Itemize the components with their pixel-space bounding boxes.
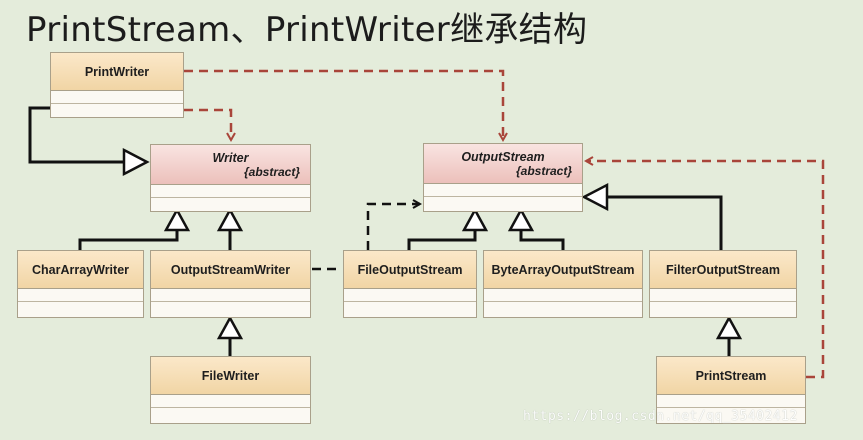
class-writer-name: Writer: [212, 150, 249, 165]
class-filewriter-methods: [151, 408, 310, 420]
class-outputstream-stereotype: {abstract}: [515, 163, 572, 178]
triangle-outputstream-b: [507, 207, 535, 232]
depend-fileoutputstream-outputstream: [366, 204, 420, 250]
triangle-filteroutputstream: [715, 315, 743, 340]
inherit-filteroutputstream-outputstream: [607, 195, 723, 250]
class-printstream-name: PrintStream: [657, 357, 805, 395]
class-filewriter[interactable]: FileWriter: [150, 356, 311, 424]
depend-printstream-outputstream: [586, 161, 825, 379]
class-writer-methods: [151, 198, 310, 210]
class-printwriter-methods: [51, 104, 183, 116]
triangle-outputstreamwriter: [216, 315, 244, 340]
class-outputstreamwriter-name: OutputStreamWriter: [151, 251, 310, 289]
class-bytearrayoutputstream-name: ByteArrayOutputStream: [484, 251, 642, 289]
class-bytearrayoutputstream-methods: [484, 302, 642, 314]
class-printwriter-fields: [51, 91, 183, 104]
class-outputstream-fields: [424, 184, 582, 197]
class-outputstream-header: OutputStream {abstract}: [424, 144, 582, 184]
class-chararraywriter-methods: [18, 302, 143, 314]
inherit-fileoutputstream-outputstream: [407, 230, 477, 250]
triangle-writer-a: [163, 207, 191, 232]
class-outputstream[interactable]: OutputStream {abstract}: [423, 143, 583, 212]
class-filewriter-name: FileWriter: [151, 357, 310, 395]
class-writer-fields: [151, 185, 310, 198]
class-writer-stereotype: {abstract}: [243, 164, 300, 179]
class-printstream-fields: [657, 395, 805, 408]
class-filteroutputstream[interactable]: FilterOutputStream: [649, 250, 797, 318]
class-fileoutputstream-methods: [344, 302, 476, 314]
class-filewriter-fields: [151, 395, 310, 408]
inherit-bytearray-outputstream: [519, 230, 565, 250]
class-chararraywriter[interactable]: CharArrayWriter: [17, 250, 144, 318]
class-chararraywriter-fields: [18, 289, 143, 302]
class-outputstream-name: OutputStream: [461, 149, 545, 164]
watermark: https://blog.csdn.net/qq_35402412: [523, 409, 798, 424]
class-outputstream-methods: [424, 197, 582, 209]
class-bytearrayoutputstream-fields: [484, 289, 642, 302]
page-title: PrintStream、PrintWriter继承结构: [26, 10, 588, 50]
class-fileoutputstream-fields: [344, 289, 476, 302]
class-outputstreamwriter-fields: [151, 289, 310, 302]
inherit-chararraywriter-writer: [78, 230, 179, 250]
triangle-writer-b: [216, 207, 244, 232]
class-writer-header: Writer {abstract}: [151, 145, 310, 185]
class-filteroutputstream-methods: [650, 302, 796, 314]
inherit-printwriter-writer: [28, 106, 124, 164]
class-outputstreamwriter-methods: [151, 302, 310, 314]
class-filteroutputstream-fields: [650, 289, 796, 302]
class-writer[interactable]: Writer {abstract}: [150, 144, 311, 212]
triangle-outputstream-a: [461, 207, 489, 232]
class-chararraywriter-name: CharArrayWriter: [18, 251, 143, 289]
class-filteroutputstream-name: FilterOutputStream: [650, 251, 796, 289]
depend-printwriter-outputstream: [184, 69, 503, 140]
class-fileoutputstream[interactable]: FileOutputStream: [343, 250, 477, 318]
class-outputstreamwriter[interactable]: OutputStreamWriter: [150, 250, 311, 318]
triangle-outputstream-right: [581, 182, 609, 212]
class-bytearrayoutputstream[interactable]: ByteArrayOutputStream: [483, 250, 643, 318]
class-fileoutputstream-name: FileOutputStream: [344, 251, 476, 289]
triangle-writer-left: [122, 147, 150, 177]
class-printwriter[interactable]: PrintWriter: [50, 52, 184, 118]
class-printwriter-name: PrintWriter: [51, 53, 183, 91]
depend-printwriter-writer: [184, 108, 231, 140]
class-printstream[interactable]: PrintStream: [656, 356, 806, 424]
